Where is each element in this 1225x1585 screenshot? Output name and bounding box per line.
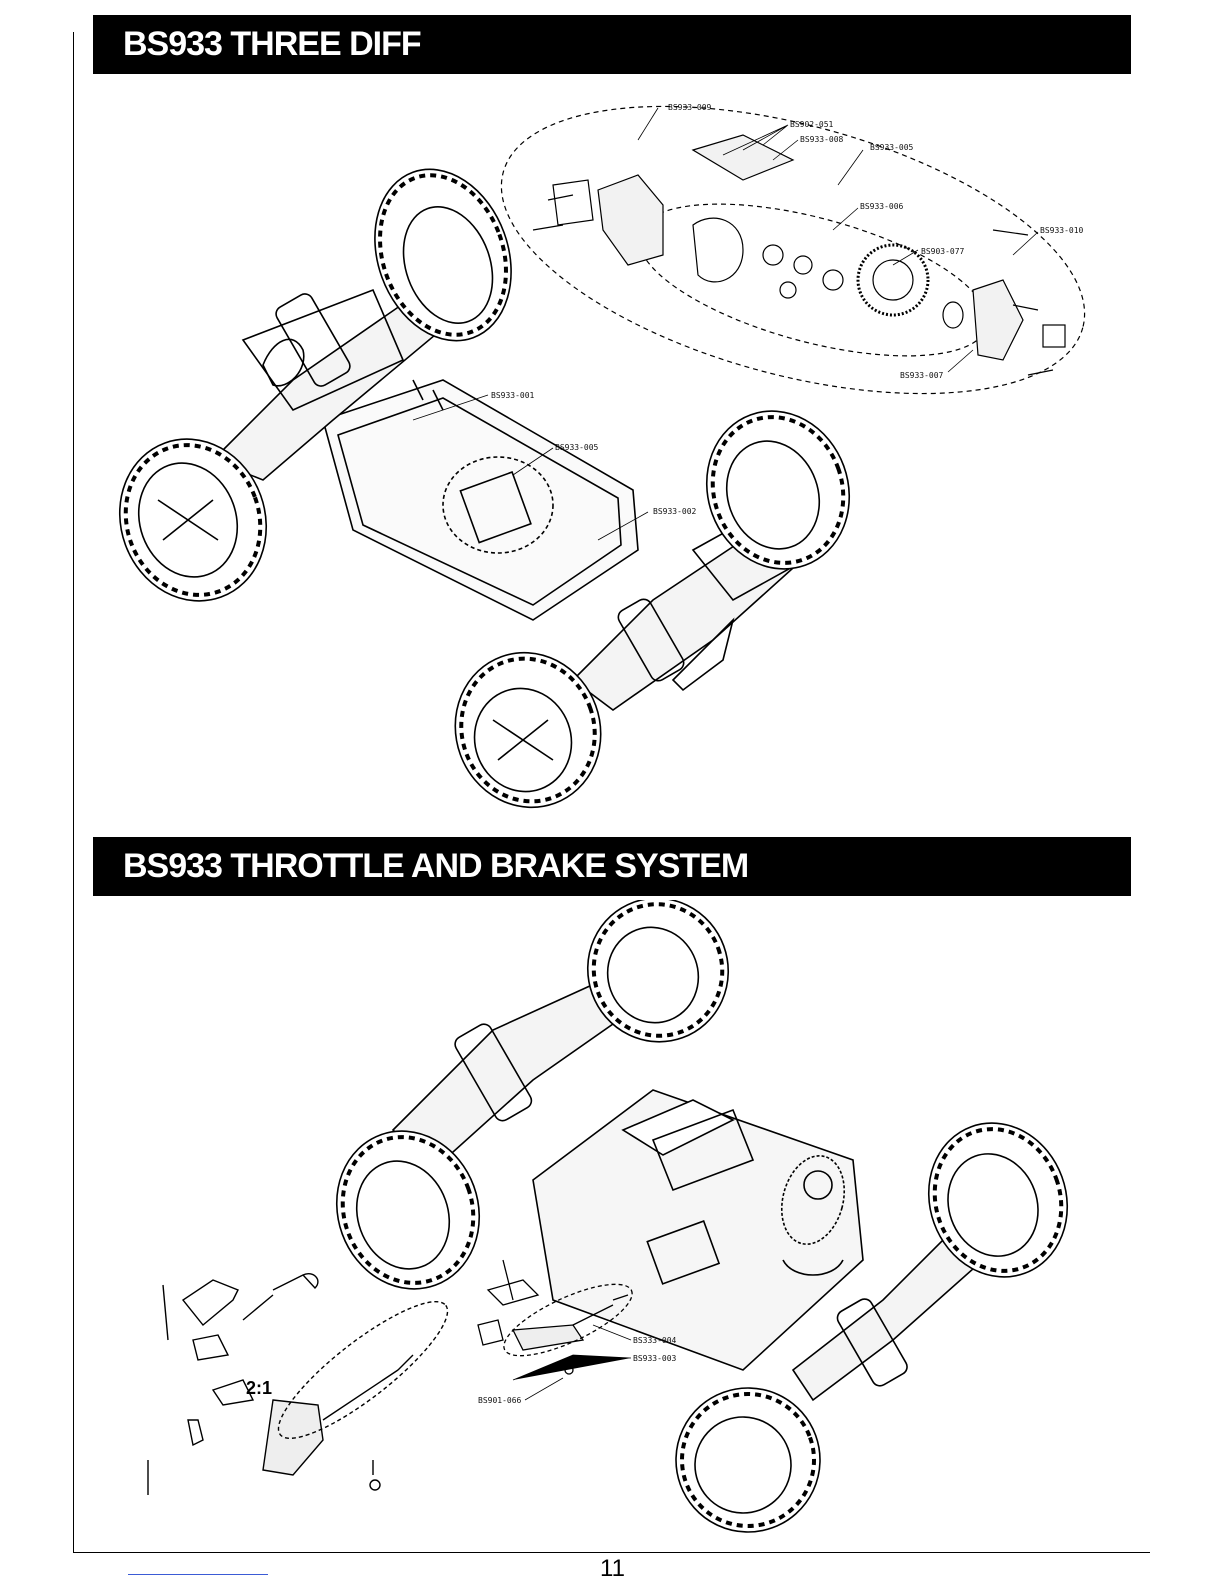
callout-bs933-006: BS933-006 — [860, 202, 904, 211]
left-margin-rule — [73, 32, 74, 1552]
throttle-brake-diagram: BS333-004 BS933-003 BS901-066 — [93, 900, 1093, 1540]
section-header-three-diff: BS933 THREE DIFF — [93, 15, 1131, 74]
callout-bs933-003: BS933-003 — [633, 1354, 677, 1363]
callout-bs933-008: BS933-008 — [800, 135, 844, 144]
linkage-detail-2-1 — [148, 1274, 463, 1495]
callout-bs933-010: BS933-010 — [1040, 226, 1084, 235]
callout-bs933-005-chassis: BS933-005 — [555, 443, 599, 452]
chassis-body — [533, 1090, 863, 1370]
section-header-throttle-brake: BS933 THROTTLE AND BRAKE SYSTEM — [93, 837, 1131, 896]
section-title: BS933 THREE DIFF — [123, 15, 421, 74]
chassis-plate — [323, 380, 638, 620]
bottom-rule — [73, 1552, 1150, 1553]
callout-bs901-066: BS901-066 — [478, 1396, 522, 1405]
section-title: BS933 THROTTLE AND BRAKE SYSTEM — [123, 837, 748, 896]
callout-bs933-005-diff: BS933-005 — [870, 143, 914, 152]
three-diff-exploded-diagram: BS933-009 BS902-051 BS933-008 BS933-005 … — [93, 80, 1133, 820]
tire-2-rear-bottom — [315, 1111, 501, 1309]
callout-bs902-051: BS902-051 — [790, 120, 834, 129]
callout-bs933-002: BS933-002 — [653, 507, 697, 516]
diff-exploded-view — [471, 80, 1115, 448]
scale-ratio-label: 2:1 — [246, 1378, 272, 1399]
callout-bs933-001: BS933-001 — [491, 391, 535, 400]
callout-bs933-007: BS933-007 — [900, 371, 944, 380]
callout-bs933-009: BS933-009 — [668, 103, 712, 112]
callout-bs333-004: BS333-004 — [633, 1336, 677, 1345]
page-number: 11 — [0, 1555, 1225, 1583]
callout-bs903-077: BS903-077 — [921, 247, 965, 256]
